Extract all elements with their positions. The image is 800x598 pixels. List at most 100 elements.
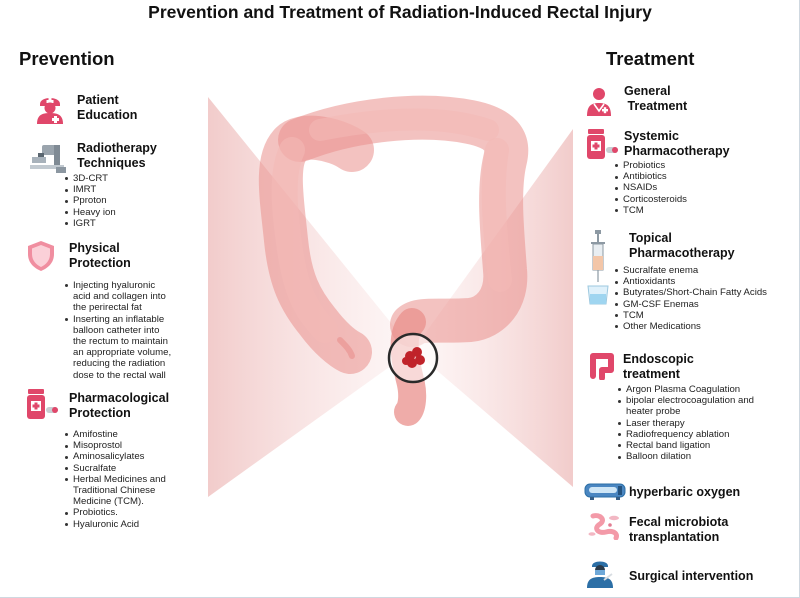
surgeon-icon [585, 558, 615, 593]
list-item-line: Misoprostol [73, 440, 123, 452]
list-item-line: Antioxidants [623, 276, 676, 288]
list-item: Other Medications [614, 321, 767, 332]
treatment-section-title-line: Treatment [624, 99, 688, 113]
syringe-icon [584, 228, 612, 313]
list-item-line: Antibiotics [623, 171, 667, 183]
list-item-line: Rectal band ligation [626, 440, 711, 452]
radiotherapy-machine-icon [30, 143, 70, 178]
list-item: Pproton [64, 195, 116, 206]
prevention-heading: Prevention [19, 48, 115, 69]
list-item: 3D-CRT [64, 173, 116, 184]
list-item: Laser therapy [617, 418, 754, 429]
list-item: Rectal band ligation [617, 440, 754, 451]
treatment-section-title-line: hyperbaric oxygen [629, 485, 741, 499]
list-item: Antibiotics [614, 171, 687, 182]
treatment-section-title-line: transplantation [629, 530, 720, 544]
microbiota-icon [588, 512, 622, 545]
list-item: Argon Plasma Coagulation [617, 384, 754, 395]
list-item: Hyaluronic Acid [64, 519, 166, 530]
prevention-section-title-line: Protection [69, 256, 131, 270]
list-item-line: Butyrates/Short-Chain Fatty Acids [623, 287, 767, 299]
list-item: Heavy ion [64, 207, 116, 218]
shield-icon [26, 240, 56, 277]
list-item: Balloon dilation [617, 451, 754, 462]
prevention-section-title-line: Protection [69, 406, 131, 420]
figure-title: Prevention and Treatment of Radiation-In… [148, 2, 652, 22]
list-item: Probiotics. [64, 507, 166, 518]
treatment-section-title-line: Pharmacotherapy [624, 144, 730, 158]
list-item-line: Laser therapy [626, 417, 685, 429]
nurse-icon [35, 92, 65, 129]
list-item-line: Other Medications [623, 321, 701, 333]
list-item: IGRT [64, 218, 116, 229]
prevention-section-title-line: Pharmacological [69, 391, 170, 405]
treatment-section-title-line: Pharmacotherapy [629, 246, 735, 260]
list-item: Corticosteroids [614, 194, 687, 205]
medicine-bottle-icon [25, 388, 59, 425]
treatment-section-title: hyperbaric oxygen [629, 485, 740, 500]
treatment-heading: Treatment [606, 48, 695, 69]
list-item-line: acid and collagen into [73, 291, 166, 303]
list-item-line: heater probe [626, 406, 681, 418]
treatment-section-title-line: General [624, 84, 671, 98]
treatment-section-title-line: Systemic [624, 129, 679, 143]
list-item: GM-CSF Enemas [614, 299, 767, 310]
prevention-section-title-line: Physical [69, 241, 120, 255]
list-item-line: Aminosalicylates [73, 451, 145, 463]
list-item-line: TCM [623, 204, 644, 216]
list-item-line: Herbal Medicines and [73, 473, 166, 485]
list-item-line: Traditional Chinese [73, 485, 156, 497]
list-item: TCM [614, 310, 767, 321]
list-item-line: NSAIDs [623, 182, 658, 194]
treatment-section-title-line: Endoscopic [623, 352, 694, 366]
list-item-line: the perirectal fat [73, 302, 142, 314]
rectal-lesion [402, 347, 425, 368]
doctor-icon [585, 86, 613, 121]
list-item-line: Injecting hyaluronic [73, 280, 156, 291]
list-item: Probiotics [614, 160, 687, 171]
list-item-line: Sucralfate enema [623, 265, 699, 276]
list-item-line: Sucralfate [73, 462, 117, 474]
list-item: TCM [614, 205, 687, 216]
treatment-section-title-line: Topical [629, 231, 672, 245]
list-item-line: IGRT [73, 217, 96, 229]
list-item-line: Pproton [73, 195, 107, 207]
prevention-section-title-line: Radiotherapy [77, 141, 157, 155]
list-item: Antioxidants [614, 276, 767, 287]
list-item-line: an appropriate volume, [73, 347, 172, 359]
colon-icon [587, 350, 617, 385]
list-item: NSAIDs [614, 182, 687, 193]
list-item: Radiofrequency ablation [617, 429, 754, 440]
treatment-section-title: Surgical intervention [629, 569, 753, 584]
list-item-line: balloon catheter into [73, 324, 160, 336]
list-item-line: Argon Plasma Coagulation [626, 384, 741, 395]
list-item-line: reducing the radiation [73, 358, 166, 370]
list-item-line: Medicine (TCM). [73, 496, 144, 508]
list-item-line: Heavy ion [73, 206, 116, 218]
list-item: Butyrates/Short-Chain Fatty Acids [614, 287, 767, 298]
list-item-line: Amifostine [73, 429, 118, 440]
list-item-line: bipolar electrocoagulation and [626, 395, 755, 407]
hyperbaric-chamber-icon [584, 481, 626, 506]
list-item-line: the rectum to maintain [73, 336, 168, 348]
list-item-line: IMRT [73, 184, 97, 196]
list-item-line: GM-CSF Enemas [623, 298, 699, 310]
list-item: IMRT [64, 184, 116, 195]
list-item-line: 3D-CRT [73, 173, 109, 184]
list-item-line: TCM [623, 309, 644, 321]
list-item-line: dose to the rectal wall [73, 369, 166, 381]
